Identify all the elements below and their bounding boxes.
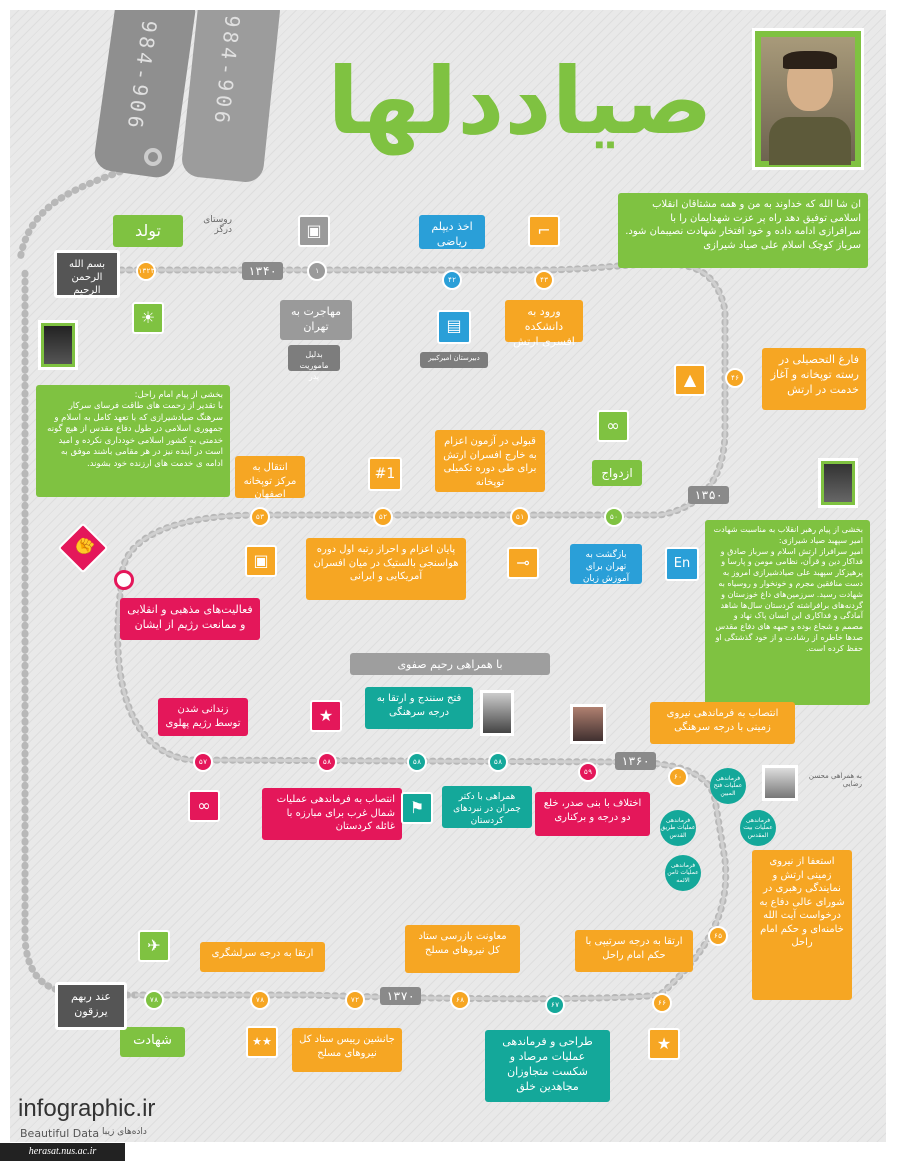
node-78b: ۷۸ <box>144 990 164 1010</box>
event-village: روستای درگز <box>203 215 232 235</box>
node-66: ۶۶ <box>652 993 672 1013</box>
node-60: ۶۰ <box>668 767 688 787</box>
event-martyrdom: شهادت <box>120 1027 185 1057</box>
event-graduation: فارغ التحصیلی در رسته توپخانه و آغاز خدم… <box>762 348 866 410</box>
node-46: ۴۶ <box>725 368 745 388</box>
node-activities <box>114 570 134 590</box>
event-english: بازگشت به تهران برای آموزش زبان <box>570 544 642 584</box>
year-1370: ۱۳۷۰ <box>380 987 421 1005</box>
node-52: ۵۲ <box>373 507 393 527</box>
year-1360: ۱۳۶۰ <box>615 752 656 770</box>
medal-icon: ★ <box>310 700 342 732</box>
event-safavi: با همراهی رحیم صفوی <box>350 653 550 675</box>
gun-icon: ⌐ <box>528 215 560 247</box>
cannon-icon: ⊸ <box>507 547 539 579</box>
node-78a: ۷۸ <box>250 990 270 1010</box>
event-migration: مهاجرت به تهران <box>280 300 352 340</box>
node-50: ۵۰ <box>604 507 624 527</box>
event-with-rezaei: به همراهی محسن رضایی <box>808 772 862 788</box>
suitcase-icon: ▣ <box>298 215 330 247</box>
bubble-operation-3: فرماندهی عملیات طریق القدس <box>660 810 696 846</box>
node-72: ۷۲ <box>345 990 365 1010</box>
dove-icon: ✈ <box>138 930 170 962</box>
node-1: ۱ <box>307 261 327 281</box>
portrait-imam <box>38 320 78 370</box>
graduation-cap-icon: ▲ <box>674 364 706 396</box>
event-rank1: پایان اعزام و احراز رتبه اول دوره هواسنج… <box>306 538 466 600</box>
event-prison: زندانی شدن توسط رژیم پهلوی <box>158 698 248 736</box>
node-58a: ۵۸ <box>317 752 337 772</box>
year-1350: ۱۳۵۰ <box>688 486 729 504</box>
node-43: ۴۳ <box>534 270 554 290</box>
event-diploma: اخذ دیپلم ریاضی <box>419 215 485 249</box>
node-59: ۵۹ <box>578 762 598 782</box>
node-53: ۵۳ <box>250 507 270 527</box>
ending-plate: عند ربهم یرزقون <box>55 982 127 1030</box>
node-1323: ۱۳۲۳ <box>136 261 156 281</box>
event-mersad: طراحی و فرماندهی عملیات مرصاد و شکست متج… <box>485 1030 610 1102</box>
portrait-chamran <box>480 690 514 736</box>
event-birth: تولد <box>113 215 183 247</box>
node-58b: ۵۸ <box>407 752 427 772</box>
year-1340: ۱۳۴۰ <box>242 262 283 280</box>
english-icon: En <box>665 547 699 581</box>
two-stars-icon: ★★ <box>246 1026 278 1058</box>
sun-icon: ☀ <box>132 302 164 334</box>
infographic-canvas: 984-906 984-906 صیاددلها ان شا الله که خ… <box>10 10 886 1142</box>
node-58c: ۵۸ <box>488 752 508 772</box>
event-chamran: همراهی با دکتر چمران در نبردهای کردستان <box>442 786 532 828</box>
brand-tagline: Beautiful Data <box>20 1127 100 1140</box>
imam-message: بخشی از پیام امام راحل: با تقدیر از زحمت… <box>36 385 230 497</box>
book-icon: ▤ <box>437 310 471 344</box>
event-activities: فعالیت‌های مذهبی و انقلابی و ممانعت رژیم… <box>120 598 260 640</box>
flag-icon: ⚑ <box>401 792 433 824</box>
event-exam: قبولی در آزمون اعزام به خارج افسران ارتش… <box>435 430 545 492</box>
source-credit: herasat.nus.ac.ir <box>0 1143 125 1161</box>
event-successor: جانشین رییس ستاد کل نیروهای مسلح <box>292 1028 402 1072</box>
page-title: صیاددلها <box>327 48 713 155</box>
node-57: ۵۷ <box>193 752 213 772</box>
event-father-mission: بدلیل ماموریت پدر <box>288 345 340 381</box>
brand-logo: infographic.ir <box>18 1095 156 1122</box>
brand-tagline-fa: داده‌های زیبا <box>102 1127 147 1137</box>
event-brig: ارتقا به درجه سرتیپی با حکم امام راحل <box>575 930 693 972</box>
event-ground-command: انتصاب به فرماندهی نیروی زمینی با درجه س… <box>650 702 795 744</box>
node-65: ۶۵ <box>708 926 728 946</box>
node-68: ۶۸ <box>450 990 470 1010</box>
basmala-plate: بسم الله الرحمن الرحیم <box>54 250 120 298</box>
portrait-leader <box>818 458 858 508</box>
star-icon: ★ <box>648 1028 680 1060</box>
event-banisadr: اختلاف با بنی صدر، خلع دو درجه و برکناری <box>535 792 650 836</box>
leader-message: بخشی از پیام رهبر انقلاب به مناسبت شهادت… <box>705 520 870 705</box>
handcuffs-icon: ∞ <box>188 790 220 822</box>
event-school: دبیرستان امیرکبیر <box>420 352 488 368</box>
number-one-icon: #1 <box>368 457 402 491</box>
event-resign: استعفا از نیروی زمینی ارتش و نمایندگی ره… <box>752 850 852 1000</box>
quote-box: ان شا الله که خداوند به من و همه مشتاقان… <box>618 193 868 268</box>
bubble-operation-2: فرماندهی عملیات بیت المقدس <box>740 810 776 846</box>
bubble-operation-1: فرماندهی عملیات فتح المبین <box>710 768 746 804</box>
rings-icon: ∞ <box>597 410 629 442</box>
node-51: ۵۱ <box>510 507 530 527</box>
portrait-sayad <box>752 28 864 170</box>
event-deputy: معاونت بازرسی ستاد کل نیروهای مسلح <box>405 925 520 973</box>
portrait-rezaei <box>762 765 798 801</box>
node-67: ۶۷ <box>545 995 565 1015</box>
event-west-command: انتصاب به فرماندهی عملیات شمال غرب برای … <box>262 788 402 840</box>
event-sanandaj: فتح سنندج و ارتقا به درجه سرهنگی <box>365 687 473 729</box>
bubble-operation-4: فرماندهی عملیات ثامن الائمه <box>665 855 701 891</box>
event-academy: ورود به دانشکده افسری ارتش <box>505 300 583 348</box>
event-isfahan: انتقال به مرکز توپخانه اصفهان <box>235 456 305 500</box>
event-marriage: ازدواج <box>592 460 642 486</box>
suitcase-icon-2: ▣ <box>245 545 277 577</box>
node-42: ۴۲ <box>442 270 462 290</box>
portrait-banisadr <box>570 704 606 744</box>
dog-tag-ring <box>144 148 162 166</box>
event-major-gen: ارتقا به درجه سرلشگری <box>200 942 325 972</box>
